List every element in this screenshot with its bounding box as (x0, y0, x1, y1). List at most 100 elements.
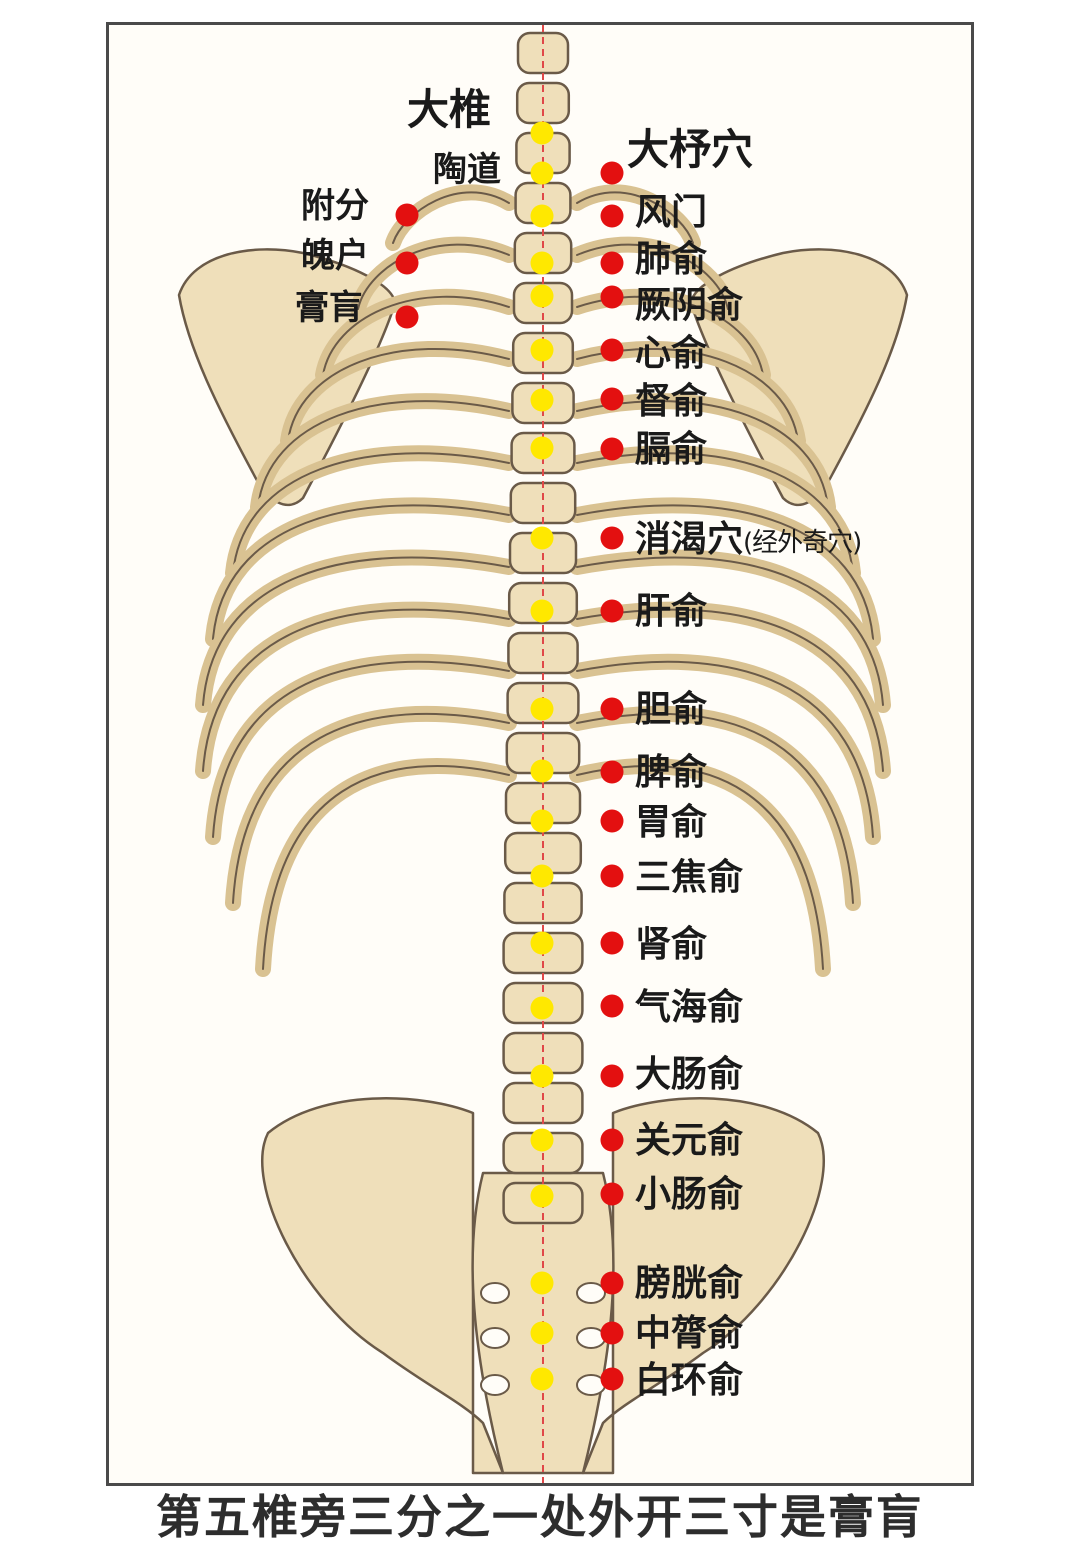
right-acupoint-label: 心俞 (635, 336, 707, 372)
right-acupoint-dot (600, 1128, 624, 1152)
acupoint-note: (经外奇穴) (743, 528, 862, 558)
rib-outline (322, 295, 510, 376)
right-acupoint-label: 大肠俞 (635, 1057, 743, 1093)
left-acupoint-dot (395, 203, 419, 227)
right-acupoint-dot (600, 994, 624, 1018)
rib-outline (262, 764, 510, 970)
right-acupoint-label: 肺俞 (635, 242, 707, 278)
bone-layer (177, 31, 909, 1475)
acupoint-name: 白环俞 (635, 1360, 744, 1401)
acupoint-name: 小肠俞 (635, 1174, 744, 1215)
acupoint-name: 肝俞 (635, 591, 708, 632)
right-acupoint-dot (600, 1321, 624, 1345)
right-acupoint-label: 肝俞 (635, 594, 707, 630)
left-acupoint-label: 附分 (301, 186, 369, 226)
left-ilium (261, 1097, 505, 1475)
right-acupoint-dot (600, 1182, 624, 1206)
acupoint-name: 大肠俞 (635, 1054, 744, 1095)
dazhu-acupoint-dot (600, 161, 624, 185)
spine-acupoint-dot (530, 388, 554, 412)
right-acupoint-dot (600, 204, 624, 228)
spine-acupoint-dot (530, 809, 554, 833)
spine-acupoint-dot (530, 1184, 554, 1208)
label-dazhui: 大椎 (407, 85, 492, 134)
rib-outline (576, 452, 854, 574)
spine-acupoint-dot (530, 526, 554, 550)
rib-outline (212, 504, 510, 640)
acupoint-name: 气海俞 (635, 987, 744, 1028)
rib-outline (576, 191, 694, 244)
acupoint-name: 膈俞 (635, 429, 708, 470)
spine-acupoint-dot (530, 697, 554, 721)
right-acupoint-dot (600, 599, 624, 623)
spine-acupoint-dot (530, 759, 554, 783)
right-acupoint-dot (600, 251, 624, 275)
sacral-foramen (480, 1374, 510, 1396)
right-acupoint-dot (600, 931, 624, 955)
acupoint-name: 心俞 (635, 333, 708, 374)
spine-acupoint-dot (530, 121, 554, 145)
rib (569, 549, 891, 713)
rib (255, 757, 517, 977)
right-ilium (581, 1097, 825, 1475)
left-acupoint-label: 膏肓 (295, 288, 363, 328)
right-acupoint-label: 胆俞 (635, 692, 707, 728)
right-acupoint-label: 督俞 (635, 384, 707, 420)
acupoint-name: 关元俞 (635, 1120, 744, 1161)
right-acupoint-dot (600, 864, 624, 888)
right-acupoint-label: 脾俞 (635, 755, 707, 791)
rib-outline (576, 608, 884, 772)
acupoint-name: 消渴穴 (635, 519, 744, 560)
spine-acupoint-dot (530, 1321, 554, 1345)
rib-outline (576, 712, 854, 904)
acupoint-name: 膀胱俞 (635, 1263, 744, 1304)
spine-acupoint-dot (530, 1128, 554, 1152)
acupoint-name: 胃俞 (635, 802, 708, 843)
caption: 第五椎旁三分之一处外开三寸是膏肓 (156, 1490, 924, 1544)
spine-acupoint-dot (530, 436, 554, 460)
right-acupoint-dot (600, 338, 624, 362)
spine-acupoint-dot (530, 284, 554, 308)
rib-outline (576, 243, 729, 310)
rib-outline (232, 712, 510, 904)
spine-acupoint-dot (530, 204, 554, 228)
rib-outline (576, 504, 874, 640)
acupoint-name: 胆俞 (635, 689, 708, 730)
right-acupoint-dot (600, 760, 624, 784)
right-acupoint-dot (600, 285, 624, 309)
diagram-frame: 大椎 陶道 大杼穴 附分魄户膏肓 风门肺俞厥阴俞心俞督俞膈俞消渴穴(经外奇穴)肝… (106, 22, 974, 1486)
acupoint-name: 厥阴俞 (635, 285, 744, 326)
right-acupoint-dot (600, 437, 624, 461)
acupoint-name: 风门 (635, 192, 708, 233)
spine-acupoint-dot (530, 1271, 554, 1295)
right-acupoint-label: 消渴穴(经外奇穴) (635, 519, 862, 560)
right-acupoint-label: 厥阴俞 (635, 288, 743, 324)
spine-acupoint-dot (530, 338, 554, 362)
label-taodao: 陶道 (433, 150, 501, 190)
right-acupoint-dot (600, 1271, 624, 1295)
acupoint-layer (395, 121, 624, 1391)
spine-acupoint-dot (530, 864, 554, 888)
right-acupoint-dot (600, 1367, 624, 1391)
skeleton-illustration (177, 25, 909, 1483)
spine-acupoint-dot (530, 599, 554, 623)
rib-outline (202, 556, 510, 706)
rib-outline (232, 452, 510, 574)
right-acupoint-label: 气海俞 (635, 990, 743, 1026)
rib (195, 549, 517, 713)
right-acupoint-label: 中膂俞 (635, 1316, 743, 1352)
sacral-foramen (480, 1282, 510, 1304)
acupoint-name: 肾俞 (635, 924, 708, 965)
spine-acupoint-dot (530, 161, 554, 185)
right-acupoint-label: 风门 (635, 195, 707, 231)
right-acupoint-label: 胃俞 (635, 805, 707, 841)
spine-acupoint-dot (530, 931, 554, 955)
right-acupoint-dot (600, 809, 624, 833)
right-acupoint-label: 小肠俞 (635, 1177, 743, 1213)
rib-outline (576, 400, 829, 508)
spine-acupoint-dot (530, 251, 554, 275)
right-acupoint-label: 膈俞 (635, 432, 707, 468)
acupoint-name: 三焦俞 (635, 857, 744, 898)
right-acupoint-dot (600, 697, 624, 721)
rib (195, 601, 517, 779)
